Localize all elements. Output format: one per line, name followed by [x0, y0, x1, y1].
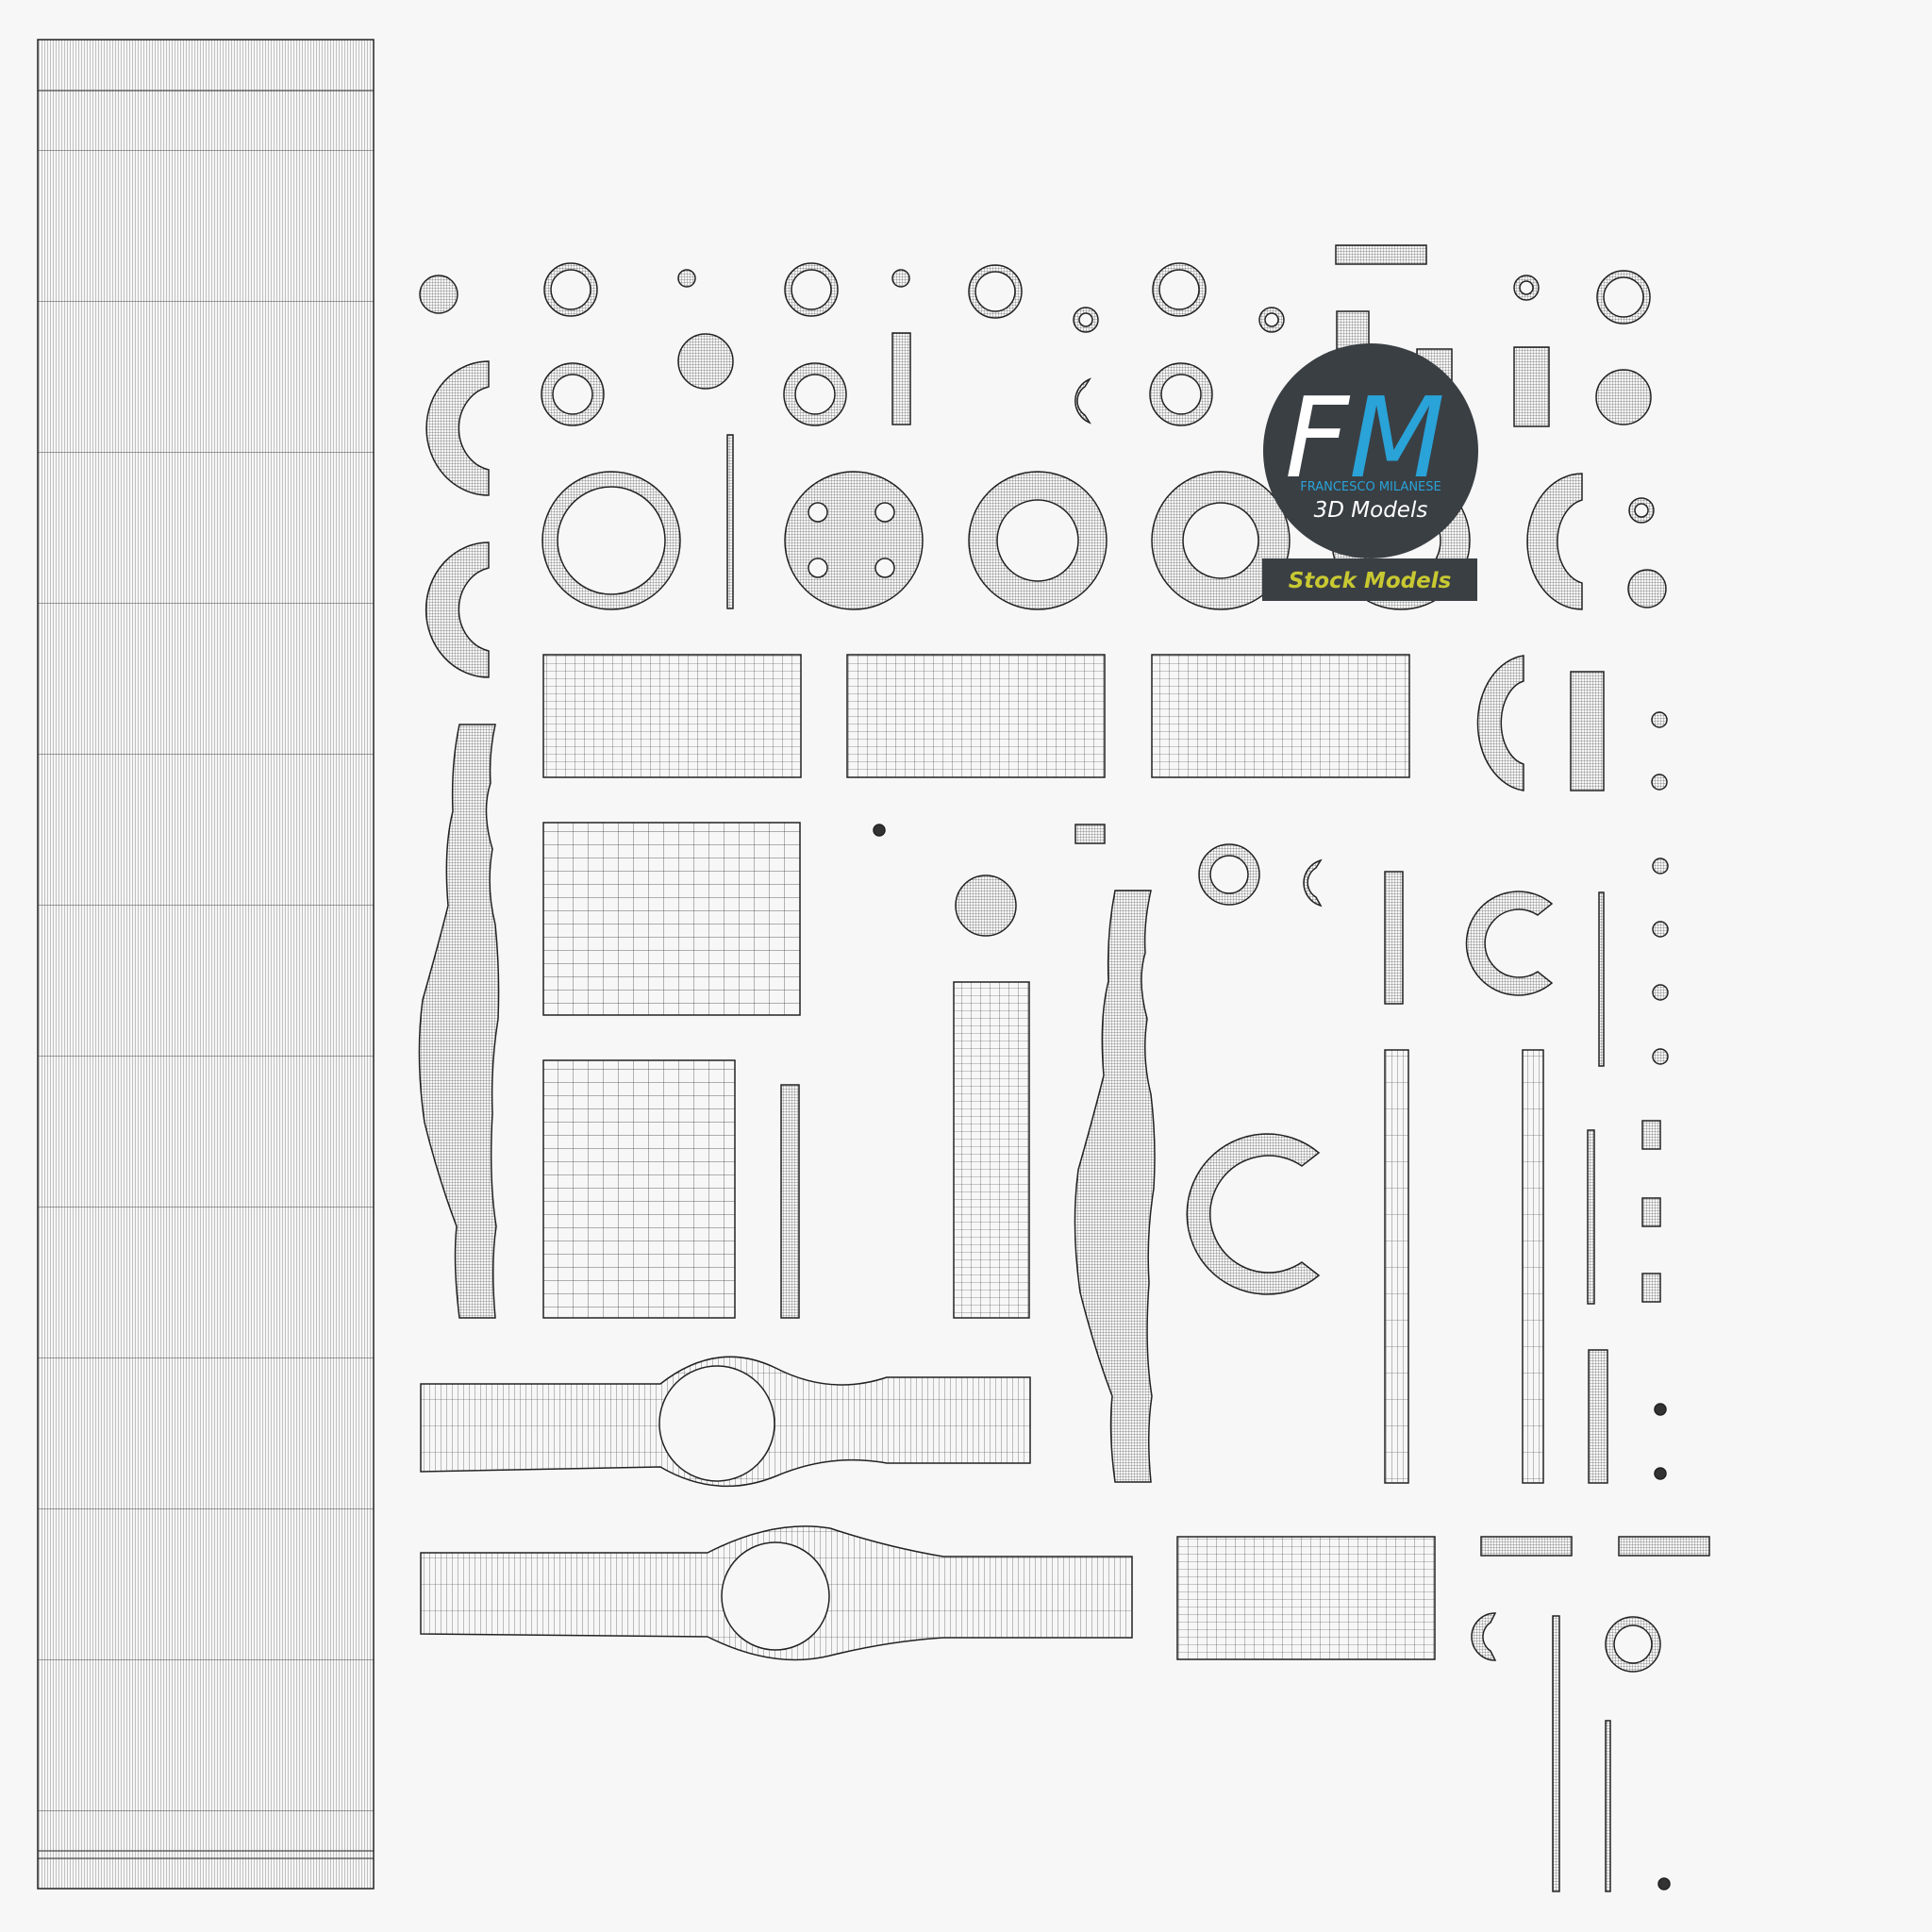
logo-disc — [1263, 343, 1478, 558]
logo-initial-f: F — [1285, 373, 1351, 503]
uv-island-right-middle — [1186, 843, 1669, 1484]
uv-island-bottom-right — [1176, 1536, 1710, 1892]
stock-models-label: Stock Models — [1289, 569, 1452, 593]
uv-island-wavy-handle-left — [418, 724, 500, 1319]
uv-island-row4-panels — [542, 654, 1668, 791]
uv-island-strap-lower — [420, 1525, 1133, 1661]
logo-brand-name: FRANCESCO MILANESE — [1300, 480, 1441, 494]
logo-initial-m: M — [1349, 373, 1445, 503]
uv-island-wavy-handle-right — [1074, 890, 1156, 1483]
logo-tagline: 3D Models — [1314, 498, 1428, 523]
uv-island-row2 — [425, 332, 1652, 496]
uv-island-middle-block — [542, 822, 1106, 1319]
uv-island-tall-strip — [37, 39, 375, 1890]
uv-island-strap-upper — [420, 1356, 1031, 1488]
uv-island-row1-rings — [419, 244, 1651, 350]
uv-island-row3-discs — [425, 434, 1667, 678]
stock-models-badge — [1262, 558, 1477, 601]
fm-logo: F M FRANCESCO MILANESE 3D Models Stock M… — [1262, 343, 1478, 601]
